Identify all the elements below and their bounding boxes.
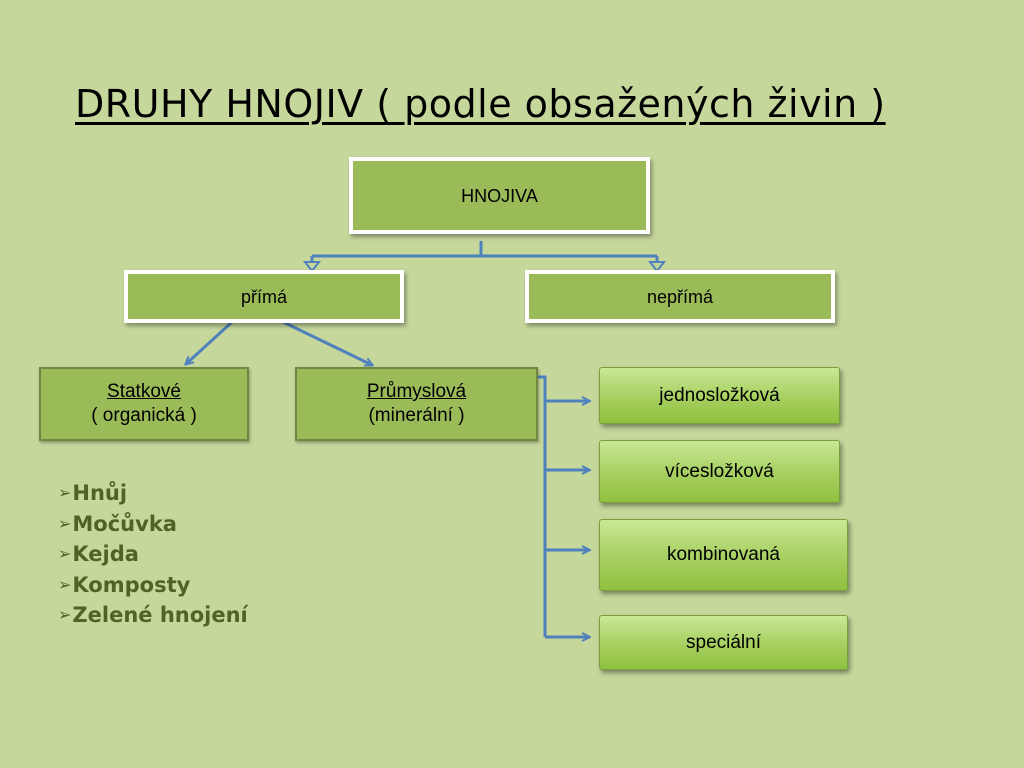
indirect-node-label: nepřímá xyxy=(646,286,714,307)
root-node: HNOJIVA xyxy=(349,157,650,234)
combined-node: kombinovaná xyxy=(599,519,848,591)
list-item: ➢Hnůj xyxy=(58,478,248,509)
farm-node-name: Statkové xyxy=(107,381,181,402)
list-item-text: Kejda xyxy=(72,542,139,566)
list-item: ➢Močůvka xyxy=(58,509,248,540)
combined-label: kombinovaná xyxy=(666,544,781,565)
industrial-node-subtitle: (minerální ) xyxy=(368,405,465,426)
farm-node: Statkové ( organická ) xyxy=(39,367,249,441)
list-item-text: Močůvka xyxy=(72,511,177,536)
arrow-bullet-icon: ➢ xyxy=(58,574,72,594)
industrial-bracket xyxy=(538,375,547,637)
industrial-node: Průmyslová (minerální ) xyxy=(295,367,538,441)
single-component-node: jednosložková xyxy=(599,367,840,424)
list-item-text: Zelené hnojení xyxy=(72,603,248,627)
branch-arrow-left xyxy=(302,261,322,273)
list-item: ➢Komposty xyxy=(58,570,248,601)
root-branch-connector xyxy=(310,241,659,262)
farm-node-subtitle: ( organická ) xyxy=(91,405,197,426)
arrow-bullet-icon: ➢ xyxy=(58,544,72,563)
list-item-text: Komposty xyxy=(72,572,191,597)
industrial-node-name: Průmyslová xyxy=(366,381,467,402)
multi-component-node: vícesložková xyxy=(599,440,840,503)
list-item-text: Hnůj xyxy=(72,481,128,505)
direct-node-label: přímá xyxy=(240,286,287,307)
indirect-node: nepřímá xyxy=(525,270,835,323)
organic-examples-list: ➢Hnůj ➢Močůvka ➢Kejda ➢Komposty ➢Zelené … xyxy=(58,478,248,631)
root-node-label: HNOJIVA xyxy=(461,185,538,206)
list-item: ➢Zelené hnojení xyxy=(58,600,248,631)
arrow-bullet-icon: ➢ xyxy=(58,513,72,533)
list-item: ➢Kejda xyxy=(58,539,248,570)
special-node: speciální xyxy=(599,615,848,670)
arrow-to-industrial xyxy=(280,319,372,365)
branch-arrow-right xyxy=(647,261,667,273)
multi-component-label: vícesložková xyxy=(665,460,774,482)
special-label: speciální xyxy=(686,631,761,653)
arrow-bullet-icon: ➢ xyxy=(58,483,72,502)
arrow-bullet-icon: ➢ xyxy=(58,605,72,624)
direct-node: přímá xyxy=(124,270,404,323)
single-component-label: jednosložková xyxy=(659,384,780,406)
slide-title: DRUHY HNOJIV ( podle obsažených živin ) xyxy=(75,82,886,126)
arrow-to-farm xyxy=(186,320,234,364)
